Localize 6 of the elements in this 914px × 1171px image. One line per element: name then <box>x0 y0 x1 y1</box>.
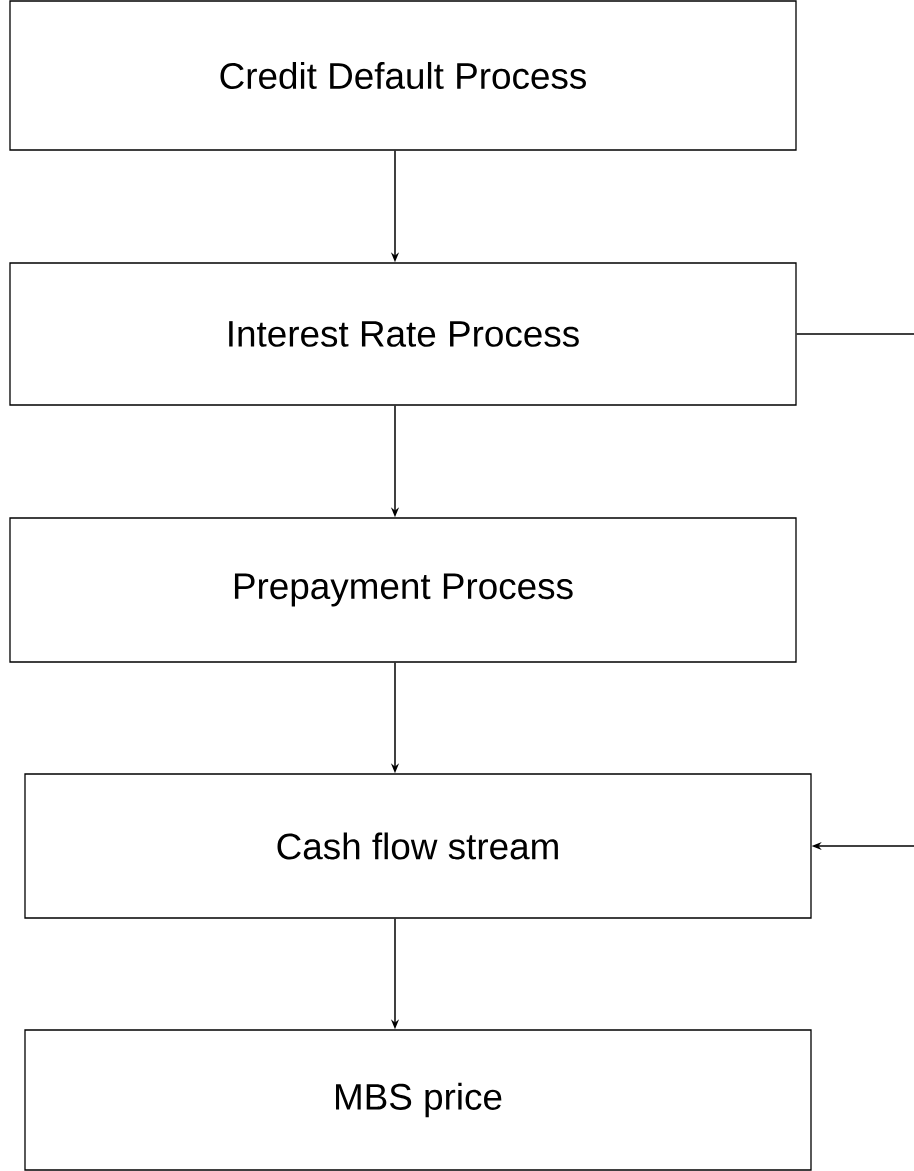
process-box: Credit Default Process <box>9 0 797 151</box>
process-box: Prepayment Process <box>9 517 797 663</box>
process-box: Interest Rate Process <box>9 262 797 406</box>
process-box: MBS price <box>24 1029 812 1171</box>
connector-line <box>795 333 914 335</box>
process-box: Cash flow stream <box>24 773 812 919</box>
